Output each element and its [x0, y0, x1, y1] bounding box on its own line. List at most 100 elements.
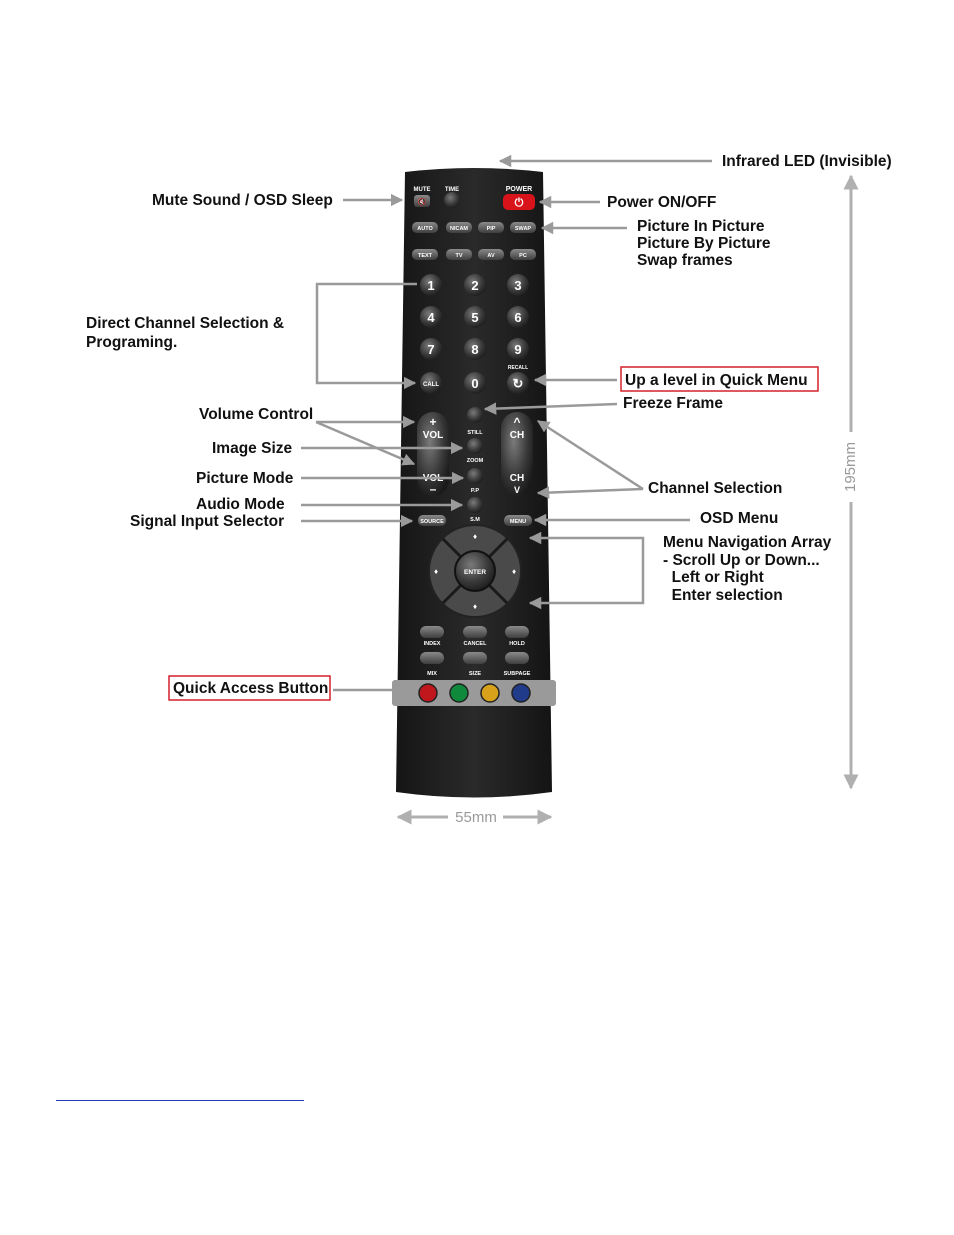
ch-up-icon: ^: [513, 415, 520, 429]
nav-down-icon[interactable]: ♦: [473, 602, 477, 611]
digit-0-button[interactable]: [464, 372, 486, 394]
digit-7-button[interactable]: [420, 338, 442, 360]
nav-right-icon[interactable]: ♦: [512, 567, 516, 576]
annotation-labels: Infrared LED (Invisible) Mute Sound / OS…: [86, 153, 892, 701]
av-label: AV: [487, 253, 495, 259]
enter-label: ENTER: [464, 569, 486, 576]
red-key-button[interactable]: [418, 683, 438, 703]
hold-label: HOLD: [509, 641, 525, 647]
osd-menu-label: OSD Menu: [700, 510, 778, 527]
mute-button[interactable]: [414, 195, 430, 207]
nav-up-icon[interactable]: ♦: [473, 532, 477, 541]
digit-5-label: 5: [471, 310, 478, 325]
quick-access-label: Quick Access Button: [173, 680, 328, 697]
green-key-button[interactable]: [449, 683, 469, 703]
pip-label-line3: Swap frames: [637, 252, 733, 269]
function-row: AUTO NICAM PIP SWAP: [412, 222, 536, 233]
direct-channel-label-line2: Programing.: [86, 334, 177, 351]
source-row: TEXT TV AV PC: [412, 249, 536, 260]
tv-button[interactable]: [446, 249, 472, 260]
sm-button[interactable]: [467, 497, 483, 513]
mix-button[interactable]: [420, 652, 444, 664]
digit-3-button[interactable]: [507, 274, 529, 296]
digit-4-button[interactable]: [420, 306, 442, 328]
pp-label: P.P: [471, 488, 479, 494]
pp-button[interactable]: [467, 468, 483, 484]
pc-label: PC: [519, 253, 527, 259]
auto-button[interactable]: [412, 222, 438, 233]
power-button[interactable]: [503, 194, 535, 210]
digit-8-label: 8: [471, 342, 478, 357]
still-button[interactable]: [467, 407, 483, 423]
sm-label: S.M: [470, 517, 480, 523]
nav-label-line2: - Scroll Up or Down...: [663, 552, 820, 569]
recall-button[interactable]: [507, 372, 529, 394]
nicam-button[interactable]: [446, 222, 472, 233]
recall-label: RECALL: [508, 365, 528, 371]
freeze-frame-label: Freeze Frame: [623, 395, 723, 412]
infrared-led-label: Infrared LED (Invisible): [722, 153, 892, 170]
zoom-label: ZOOM: [467, 458, 484, 464]
time-button[interactable]: [444, 192, 460, 208]
vol-plus-label: +: [429, 415, 436, 429]
text-button[interactable]: [412, 249, 438, 260]
volume-down-arrow: [315, 420, 416, 466]
digit-1-button[interactable]: [420, 274, 442, 296]
freeze-arrow: [483, 402, 618, 415]
nav-label-line3: Left or Right: [663, 569, 764, 586]
dimension-lines: [396, 174, 859, 825]
signal-input-label: Signal Input Selector: [130, 513, 284, 530]
digit-2-button[interactable]: [464, 274, 486, 296]
pip-button[interactable]: [478, 222, 504, 233]
top-row: MUTE 🔇 TIME POWER ⏻: [414, 186, 535, 210]
audio-mode-label: Audio Mode: [196, 496, 285, 513]
height-dimension-label: 195mm: [842, 442, 859, 492]
digit-6-button[interactable]: [507, 306, 529, 328]
zoom-button[interactable]: [467, 438, 483, 454]
swap-label: SWAP: [515, 226, 532, 232]
enter-button[interactable]: [454, 550, 496, 592]
index-button[interactable]: [420, 626, 444, 638]
source-button[interactable]: [418, 515, 446, 526]
pip-label-line2: Picture By Picture: [637, 235, 771, 252]
auto-label: AUTO: [417, 226, 433, 232]
digit-9-button[interactable]: [507, 338, 529, 360]
volume-rocker[interactable]: + VOL VOL –: [417, 412, 449, 496]
call-button[interactable]: [420, 372, 442, 394]
digit-5-button[interactable]: [464, 306, 486, 328]
channel-rocker[interactable]: ^ CH CH V: [501, 412, 533, 496]
pc-button[interactable]: [510, 249, 536, 260]
mix-label: MIX: [427, 671, 437, 677]
swap-button[interactable]: [510, 222, 536, 233]
yellow-key-button[interactable]: [480, 683, 500, 703]
subpage-button[interactable]: [505, 652, 529, 664]
nav-label-line1: Menu Navigation Array: [663, 534, 832, 551]
digit-8-button[interactable]: [464, 338, 486, 360]
ch-down-icon: V: [514, 485, 520, 495]
digit-7-label: 7: [427, 342, 434, 357]
footer-link-underline[interactable]: [56, 1100, 304, 1101]
blue-key-button[interactable]: [511, 683, 531, 703]
vol-minus-label: –: [430, 482, 437, 496]
still-label: STILL: [467, 430, 483, 436]
quick-access-highlight: [168, 675, 331, 701]
nicam-label: NICAM: [450, 226, 468, 232]
mute-label: MUTE: [414, 187, 431, 193]
direct-channel-label-line1: Direct Channel Selection &: [86, 315, 284, 332]
number-pad: 1 2 3 4 5 6 7 8 9 CALL 0 RECALL ↻: [420, 274, 529, 394]
av-button[interactable]: [478, 249, 504, 260]
hold-button[interactable]: [505, 626, 529, 638]
size-button[interactable]: [463, 652, 487, 664]
cancel-button[interactable]: [463, 626, 487, 638]
recall-icon: ↻: [513, 376, 524, 391]
digit-3-label: 3: [514, 278, 521, 293]
nav-bracket: [528, 531, 645, 610]
power-label: POWER: [506, 186, 532, 193]
nav-left-icon[interactable]: ♦: [434, 567, 438, 576]
channel-down-arrow: [536, 486, 644, 499]
subpage-label: SUBPAGE: [504, 671, 531, 677]
menu-button[interactable]: [504, 515, 532, 526]
digit-0-label: 0: [471, 376, 478, 391]
source-label: SOURCE: [420, 519, 444, 525]
